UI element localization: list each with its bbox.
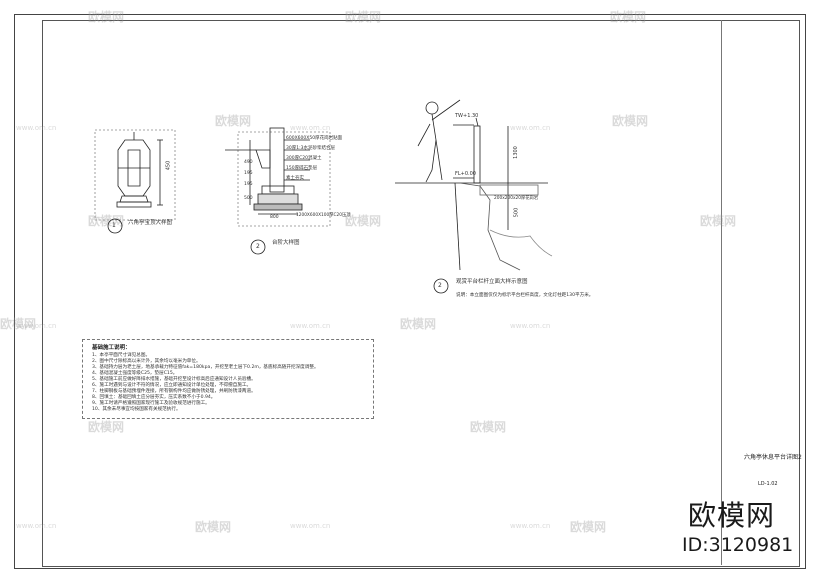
watermark-brand: 欧模网 bbox=[470, 420, 507, 434]
stair-dim-5: 800 bbox=[270, 215, 279, 220]
stair-label-4: 150厚碎石垫层 bbox=[286, 166, 318, 171]
watermark-brand: 欧模网 bbox=[88, 10, 125, 24]
stair-dim-3: 195 bbox=[244, 171, 253, 176]
stair-dim-1: 500 bbox=[244, 196, 253, 201]
watermark-brand: 欧模网 bbox=[88, 214, 125, 228]
notes-line: 4、基础混凝土强度等级C25，垫层C15。 bbox=[92, 371, 178, 376]
stair-label-1: 600X600X50厚花岗岩贴面 bbox=[286, 136, 343, 141]
elev-top: TW+1.30 bbox=[455, 113, 479, 119]
notes-line: 6、施工时遇到与设计不符的情况，应立即通知设计单位处理，不得擅自施工。 bbox=[92, 383, 252, 388]
stair-label-2: 30厚1:3水泥砂浆结合层 bbox=[286, 146, 335, 151]
notes-line: 2、图中尺寸除标高以米计外，其余均以毫米为单位。 bbox=[92, 359, 201, 364]
watermark-brand: 欧模网 bbox=[88, 420, 125, 434]
watermark-url: www.om.cn bbox=[510, 124, 551, 132]
detail-3-number: 2 bbox=[438, 282, 442, 289]
watermark-url: www.om.cn bbox=[510, 322, 551, 330]
railing-elevation-drawing bbox=[395, 99, 553, 294]
stair-bottom-label: 1200X600X100厚C20压顶 bbox=[296, 213, 351, 218]
drawing-number: LD-1.02 bbox=[758, 481, 778, 487]
notes-line: 7、柱脚钢板与基础预埋件连接，所有钢构件均应做防锈处理，并刷防锈漆两道。 bbox=[92, 389, 256, 394]
watermark-url: www.om.cn bbox=[290, 522, 331, 530]
notes-box bbox=[82, 339, 374, 419]
sheet-outer-border bbox=[14, 14, 806, 569]
detail-3-title: 观赏平台栏杆立面大样示意图 bbox=[456, 279, 528, 285]
railing-label: 200x200x20厚花岗岩 bbox=[494, 196, 539, 201]
watermark-url: www.om.cn bbox=[290, 124, 331, 132]
stair-section-drawing bbox=[225, 127, 331, 255]
dim-lower: 500 bbox=[513, 207, 520, 218]
watermark-brand: 欧模网 bbox=[570, 520, 607, 534]
notes-line: 1、本亭平面尺寸详见总图。 bbox=[92, 353, 151, 358]
drawing-title: 六角亭休息平台详图2 bbox=[744, 454, 802, 461]
watermark-brand: 欧模网 bbox=[195, 520, 232, 534]
notes-line: 5、基础施工前应做好降排水措施，基础开挖至设计标高后应通知设计人员验槽。 bbox=[92, 377, 256, 382]
dim-upper: 1300 bbox=[512, 146, 519, 159]
elev-base: FL+0.00 bbox=[455, 171, 476, 177]
watermark-url: www.om.cn bbox=[16, 322, 57, 330]
detail-3-note: 说明：本立面图仅仅为标示平台栏杆高度，文化灯柱距130平方米。 bbox=[456, 293, 594, 298]
stair-dim-4: 490 bbox=[244, 160, 253, 165]
stair-label-3: 300厚C20混凝土 bbox=[286, 156, 322, 161]
notes-line: 9、施工时请严格遵照国家现行施工及验收规范进行施工。 bbox=[92, 401, 210, 406]
watermark-brand: 欧模网 bbox=[612, 114, 649, 128]
title-block-divider bbox=[721, 20, 722, 565]
detail-1-title: 六角亭宝顶大样图 bbox=[128, 220, 173, 226]
watermark-url: www.om.cn bbox=[16, 522, 57, 530]
stair-label-5: 素土夯实 bbox=[286, 176, 304, 181]
watermark-brand: 欧模网 bbox=[700, 214, 737, 228]
notes-line: 10、其余未尽事宜均按国家有关规范执行。 bbox=[92, 407, 181, 412]
stair-dim-2: 195 bbox=[244, 182, 253, 187]
watermark-brand: 欧模网 bbox=[610, 10, 647, 24]
notes-title: 基础施工说明： bbox=[92, 345, 131, 351]
detail-1-number: 1 bbox=[112, 222, 116, 229]
notes-line: 3、基础持力层为老土层，地基承载力特征值fak=180kpa，开挖至老土层下0.… bbox=[92, 365, 319, 370]
watermark-url: www.om.cn bbox=[16, 124, 57, 132]
watermark-brand: 欧模网 bbox=[345, 214, 382, 228]
watermark-url: www.om.cn bbox=[290, 322, 331, 330]
model-id: ID:3120981 bbox=[682, 534, 794, 556]
watermark-brand: 欧模网 bbox=[345, 10, 382, 24]
watermark-url: www.om.cn bbox=[510, 522, 551, 530]
finial-drawing bbox=[94, 129, 176, 234]
watermark-brand: 欧模网 bbox=[215, 114, 252, 128]
site-logo: 欧模网 bbox=[688, 499, 776, 532]
watermark-brand: 欧模网 bbox=[0, 317, 37, 331]
watermark-brand: 欧模网 bbox=[400, 317, 437, 331]
detail-2-number: 2 bbox=[256, 243, 260, 250]
detail-1-height-dim: 450 bbox=[165, 160, 172, 171]
detail-2-title: 台阶大样图 bbox=[272, 240, 300, 246]
sheet-inner-border bbox=[42, 20, 800, 567]
notes-line: 8、回填土：基础回填土应分层夯实，压实系数不小于0.94。 bbox=[92, 395, 216, 400]
